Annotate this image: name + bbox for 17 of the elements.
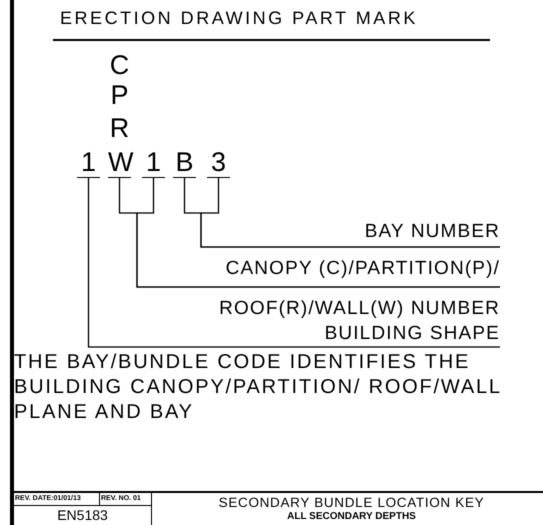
title-block-cell: EN5183 [14,506,152,525]
part-mark-character: W [108,147,131,178]
part-mark-character: 3 [207,147,230,178]
option-letter: P [109,80,130,110]
part-mark-character: B [173,147,196,178]
callout-text: BUILDING SHAPE [300,322,500,347]
part-mark-character: 1 [142,147,165,178]
title-block-subheading: ALL SECONDARY DEPTHS [286,511,417,523]
callout-text: CANOPY (C)/PARTITION(P)/ ROOF(R)/WALL(W) NUMBER [140,255,500,319]
option-letter: C [108,50,130,80]
option-letter: R [108,113,130,143]
title-block-heading: SECONDARY BUNDLE LOCATION KEY [218,495,486,511]
title: ERECTION DRAWING PART MARK [60,7,418,30]
part-mark-character: 1 [77,147,100,178]
callout-text: BAY NUMBER [300,220,500,247]
note-text: THE BAY/BUNDLE CODE IDENTIFIES THE BUILDING CANOPY/PARTITION/ ROOF/WALL PLANE AND BAY [14,350,502,425]
leader-line [88,178,500,348]
